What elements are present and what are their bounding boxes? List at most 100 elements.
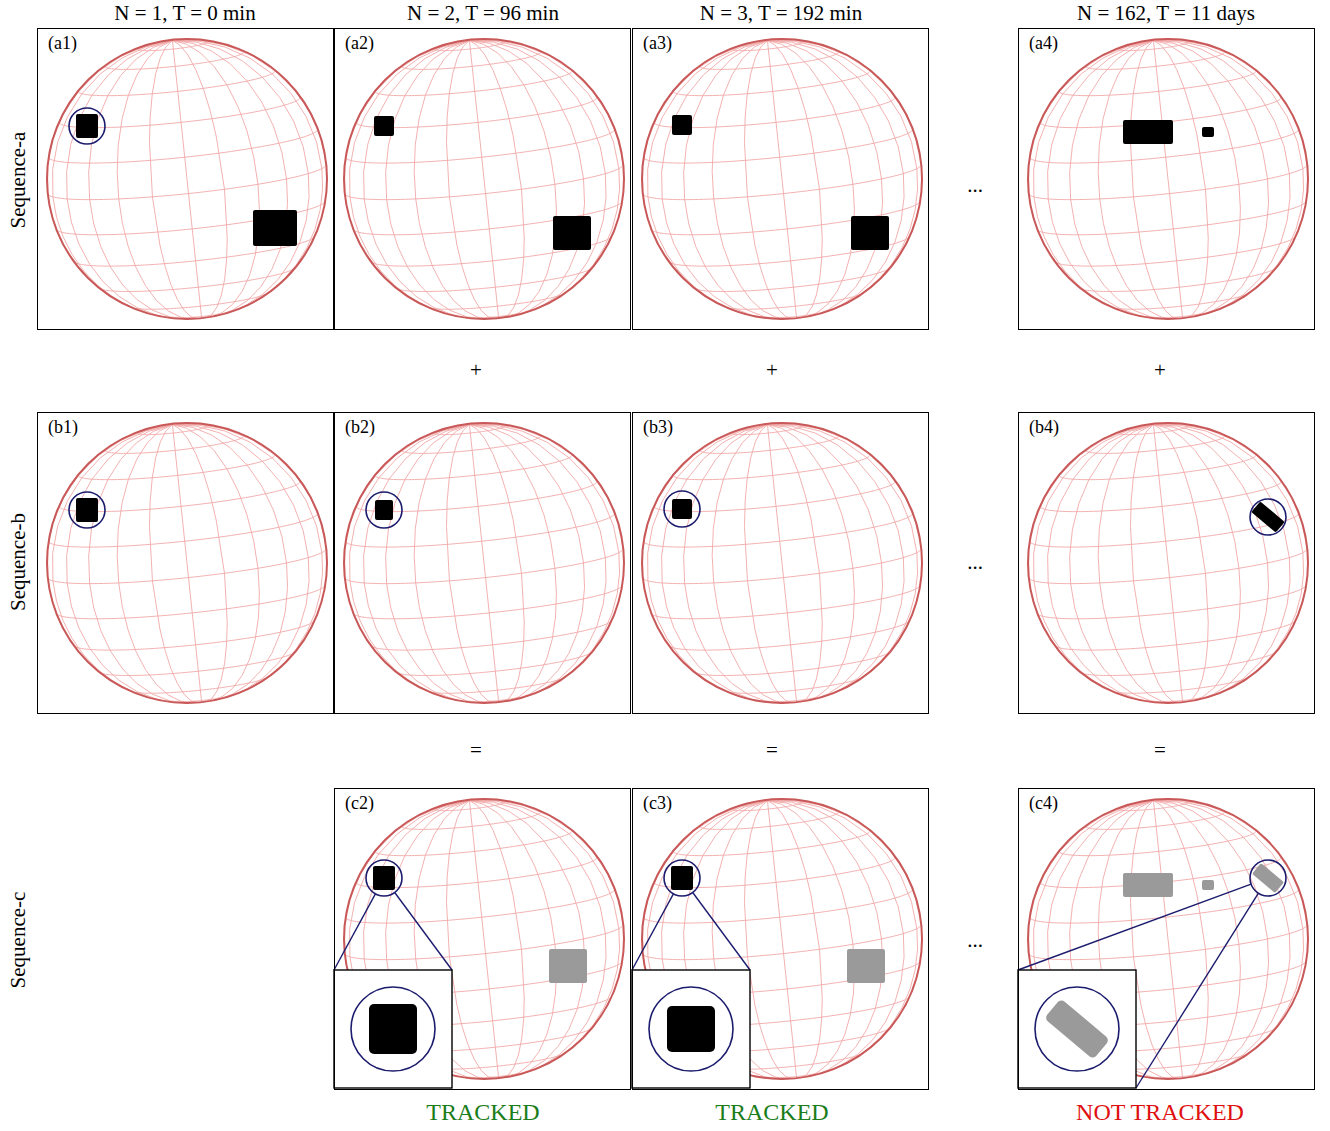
operator: = — [470, 738, 482, 763]
grid-lines — [643, 39, 922, 319]
zoom-line — [395, 892, 452, 970]
panel-frame: (a2) — [334, 28, 631, 330]
zoom-inset — [1018, 970, 1136, 1088]
ellipsis: ... — [967, 550, 983, 575]
solar-limb — [642, 39, 922, 319]
sunspot — [549, 949, 587, 983]
sun-panel-art — [642, 39, 922, 319]
solar-limb — [1028, 423, 1308, 703]
marker-circle — [664, 860, 700, 896]
sun-panel-art — [344, 423, 624, 703]
panel-label: (a4) — [1027, 33, 1060, 54]
column-header: N = 1, T = 0 min — [114, 1, 255, 26]
zoom-line — [632, 894, 673, 970]
panel-frame: (a4) — [1018, 28, 1315, 330]
sunspot — [1123, 120, 1173, 144]
panel-label: (b3) — [641, 417, 675, 438]
sun-panel-art — [632, 799, 922, 1088]
panel-label: (b2) — [343, 417, 377, 438]
operator: = — [1154, 738, 1166, 763]
solar-limb — [344, 423, 624, 703]
panel-label: (b4) — [1027, 417, 1061, 438]
panel-frame: (b1) — [37, 412, 334, 714]
sun-panel-art — [334, 799, 624, 1088]
marker-circle — [1250, 499, 1286, 535]
panel-frame: (c2) — [334, 788, 631, 1090]
panel-frame: (a1) — [37, 28, 334, 330]
sun-panel-art — [344, 39, 624, 319]
zoom-line — [334, 894, 375, 970]
panel-label: (c4) — [1027, 793, 1060, 814]
panel-label: (a3) — [641, 33, 674, 54]
sunspot — [672, 115, 692, 135]
sunspot — [373, 866, 395, 890]
marker-circle — [1250, 860, 1286, 896]
sunspot — [1252, 863, 1284, 893]
row-label: Sequence-a — [6, 132, 31, 229]
grid-lines — [48, 423, 327, 703]
solar-limb — [47, 39, 327, 319]
ellipsis: ... — [967, 928, 983, 953]
marker-circle — [69, 108, 105, 144]
panel-label: (a2) — [343, 33, 376, 54]
sun-panel-art — [1018, 799, 1308, 1088]
status-label: TRACKED — [426, 1099, 539, 1126]
operator: = — [766, 738, 778, 763]
grid-lines — [1029, 423, 1308, 703]
operator: + — [470, 358, 482, 383]
zoomed-sunspot — [369, 1004, 417, 1054]
zoom-line — [693, 892, 750, 970]
panel-frame: (a3) — [632, 28, 929, 330]
panel-label: (b1) — [46, 417, 80, 438]
column-header: N = 3, T = 192 min — [700, 1, 862, 26]
grid-lines — [345, 799, 624, 1079]
marker-circle — [664, 491, 700, 527]
grid-lines — [1029, 39, 1308, 319]
sun-panel-art — [47, 39, 327, 319]
status-label: TRACKED — [715, 1099, 828, 1126]
zoomed-sunspot — [667, 1006, 715, 1052]
sunspot — [1202, 880, 1214, 890]
grid-lines — [48, 39, 327, 319]
inset-marker — [649, 987, 733, 1071]
solar-limb — [642, 423, 922, 703]
zoom-line — [1136, 893, 1258, 1088]
grid-lines — [643, 799, 922, 1079]
solar-limb — [642, 799, 922, 1079]
solar-limb — [1028, 39, 1308, 319]
grid-lines — [345, 39, 624, 319]
grid-lines — [345, 423, 624, 703]
zoom-inset — [334, 970, 452, 1088]
marker-circle — [366, 492, 402, 528]
sunspot — [76, 114, 98, 138]
column-header: N = 162, T = 11 days — [1077, 1, 1255, 26]
row-label: Sequence-b — [6, 513, 31, 611]
zoom-line — [1018, 884, 1251, 970]
row-label: Sequence-c — [6, 892, 31, 989]
panel-frame: (c3) — [632, 788, 929, 1090]
zoom-inset — [632, 970, 750, 1088]
sunspot — [253, 210, 297, 246]
inset-marker — [351, 987, 435, 1071]
sun-panel-art — [47, 423, 327, 703]
panel-frame: (b3) — [632, 412, 929, 714]
inset-marker — [1035, 987, 1119, 1071]
marker-circle — [69, 492, 105, 528]
panel-frame: (c4) — [1018, 788, 1315, 1090]
panel-label: (a1) — [46, 33, 79, 54]
status-label: NOT TRACKED — [1076, 1099, 1244, 1126]
solar-limb — [344, 39, 624, 319]
sunspot — [1123, 873, 1173, 897]
marker-circle — [366, 860, 402, 896]
sunspot — [374, 116, 394, 136]
sunspot — [851, 216, 889, 250]
sunspot — [1251, 501, 1285, 532]
operator: + — [1154, 358, 1166, 383]
sunspot — [553, 216, 591, 250]
solar-limb — [344, 799, 624, 1079]
solar-limb — [47, 423, 327, 703]
panel-label: (c3) — [641, 793, 674, 814]
ellipsis: ... — [967, 173, 983, 198]
sunspot — [375, 500, 393, 520]
